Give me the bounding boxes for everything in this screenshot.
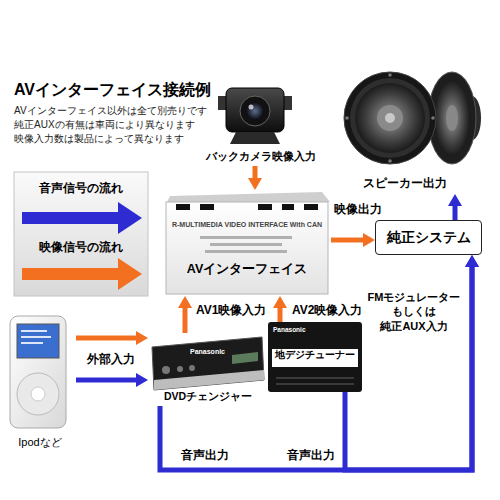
node-caption: バックカメラ映像入力: [206, 150, 316, 163]
speaker-screw: [388, 159, 392, 163]
node-caption: AVインターフェイス: [187, 262, 307, 277]
speaker-screw: [345, 116, 349, 120]
camera-lens: [246, 102, 264, 120]
connector-label: 映像出力: [333, 202, 383, 216]
video-signal-arrow: [278, 308, 283, 322]
audio-signal-arrow: [345, 267, 472, 470]
dvd-face: [152, 337, 264, 390]
ipod-wheel: [17, 373, 59, 415]
device-face: [166, 202, 328, 294]
device-print: [210, 243, 282, 246]
camera-lens-ring: [240, 96, 270, 126]
speaker-cap-center: [385, 113, 395, 123]
dvd-button: [162, 366, 170, 374]
av-interface: AVインターフェイス: [163, 190, 331, 296]
dvd-changer: DVDチェンジャー: [148, 333, 268, 406]
tuner-vent: [276, 377, 354, 379]
device-port: [258, 204, 272, 210]
brand-mark: Panasonic: [190, 348, 225, 356]
device-print: [205, 250, 287, 253]
device-port: [282, 204, 294, 210]
tuner-body: [268, 322, 362, 392]
device-print-text: R-MULTIMEDIA VIDEO INTERFACE With CAN: [172, 221, 322, 229]
speaker-screw: [388, 73, 392, 77]
dvd-display: [232, 352, 258, 364]
audio-signal-arrow: [160, 267, 472, 470]
device-port: [200, 204, 214, 210]
device-port: [304, 204, 318, 210]
video-signal-arrow: [331, 238, 363, 243]
video-signal-arrow: [183, 308, 188, 333]
stock-system-box: 純正システム: [375, 220, 482, 255]
audio-signal-arrow: [453, 206, 458, 220]
speaker-surround: [350, 78, 430, 158]
ipod-screen-line: [21, 330, 47, 332]
speaker-illustration: [344, 72, 481, 164]
legend-text: 映像信号の流れ: [39, 240, 123, 254]
video-flow-sample: [22, 258, 142, 290]
dvd-button: [177, 366, 183, 372]
ipod-illustration: [10, 316, 66, 428]
back-camera: バックカメラ映像入力: [202, 80, 320, 166]
speaker-cap: [446, 105, 458, 131]
ipod-screen: [17, 324, 59, 358]
audio-flow-sample: [22, 202, 142, 234]
speaker-cone: [434, 80, 470, 156]
connector-label: AV1映像入力: [195, 303, 267, 317]
connector-label: AV2映像入力: [291, 303, 363, 317]
device-port: [176, 204, 190, 210]
connector-group: [76, 166, 472, 470]
note-text: AVインターフェイス以外は全て別売りです: [14, 105, 207, 117]
video-signal-arrow: [76, 336, 136, 341]
legend-panel: [14, 172, 148, 296]
camera-body: [226, 88, 284, 132]
tuner-plate: [272, 349, 358, 367]
node-caption: Ipodなど: [18, 436, 61, 449]
speaker-cap: [377, 105, 403, 131]
connector-label: 音声出力: [286, 448, 336, 462]
dvd-changer-illustration: [152, 337, 264, 390]
device-print: [200, 236, 292, 239]
diagram-title: AVインターフェイス接続例: [14, 80, 211, 99]
node-caption: 地デジチューナー: [273, 349, 357, 361]
node-caption: スピーカー出力: [363, 176, 447, 190]
ipod-button: [31, 387, 45, 401]
dvd-button: [189, 365, 195, 371]
node-caption: DVDチェンジャー: [164, 390, 252, 403]
note-text: 映像入力数は製品によって異なります: [14, 133, 184, 145]
tuner-illustration: [268, 322, 362, 392]
ipod-screen-line: [21, 342, 43, 344]
tuner-vent: [276, 383, 354, 385]
speaker-frame: [344, 72, 436, 164]
back-camera-illustration: [218, 88, 292, 144]
ipod-player: Ipodなど: [4, 312, 76, 456]
lens-glint: [249, 105, 254, 110]
dvd-strip: [154, 370, 264, 390]
connection-note: FMモジュレーター もしくは 純正AUX入力: [364, 290, 464, 333]
note-text: 純正AUXの有無は車両により異なります: [14, 119, 195, 131]
ipod-body: [10, 316, 66, 428]
node-caption: 純正システム: [387, 229, 471, 246]
av-interface-illustration: [166, 192, 330, 294]
brand-mark: Panasonic: [273, 326, 306, 334]
audio-signal-arrow: [76, 378, 136, 383]
legend-box: [14, 172, 148, 296]
speaker-cone: [355, 83, 425, 153]
connector-label: 音声出力: [180, 448, 230, 462]
camera-mount: [230, 132, 280, 144]
speaker-pair: スピーカー出力: [338, 66, 484, 194]
ipod-screen-line: [21, 336, 51, 338]
legend-text: 音声信号の流れ: [39, 181, 123, 195]
speaker-screw: [431, 116, 435, 120]
connector-label: 外部入力: [86, 352, 136, 366]
video-signal-arrow: [253, 166, 258, 178]
